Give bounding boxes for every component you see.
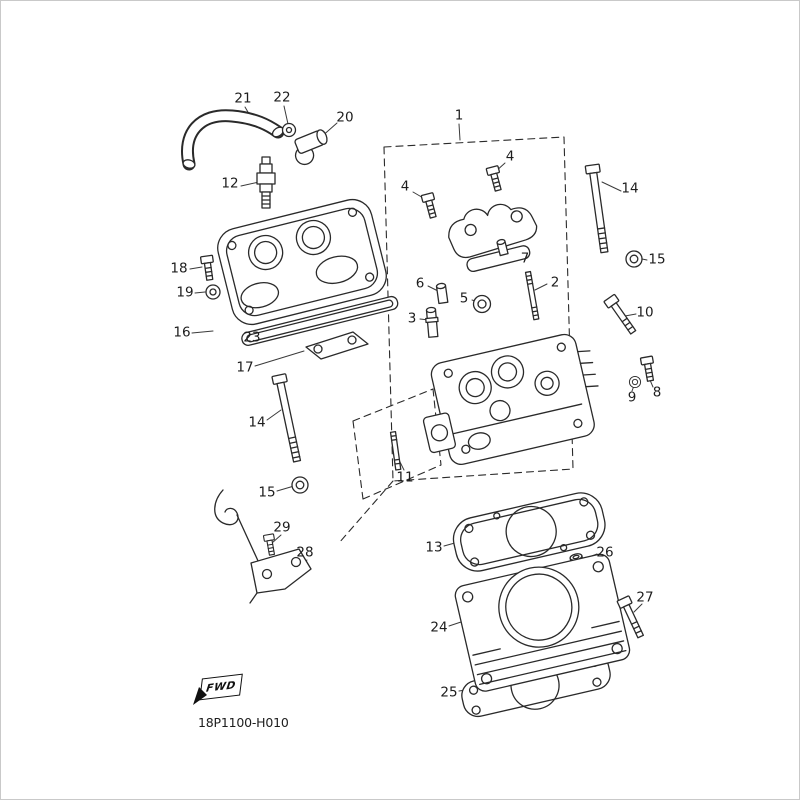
breather-hose-art [181,109,285,171]
washer-left-art [291,476,309,494]
part-label-12[interactable]: 12 [221,175,239,192]
part-label-26[interactable]: 26 [596,544,614,561]
dowel-pin-art [435,282,449,305]
part-label-1[interactable]: 1 [454,107,464,124]
hose-clip-art [281,122,297,138]
part-label-17[interactable]: 17 [236,359,254,376]
fwd-arrow-icon [193,687,207,705]
part-label-14b[interactable]: 14 [248,414,266,431]
cylinder-head-art [422,333,599,465]
assembly-dashed-boundary [338,136,574,544]
part-label-4a[interactable]: 4 [400,178,410,195]
part-label-9[interactable]: 9 [627,389,637,406]
guide-bolt-art [262,533,278,557]
part-label-19[interactable]: 19 [176,284,194,301]
cap-bolt-left-art [420,191,440,220]
part-label-13[interactable]: 13 [425,539,443,556]
part-label-28[interactable]: 28 [296,544,314,561]
cap-bolt-right-art [485,164,505,193]
part-label-20[interactable]: 20 [336,109,354,126]
small-bolt-art [639,355,658,383]
head-gasket-art [452,492,606,572]
cover-bolt-art [199,254,217,282]
elbow-joint-art [294,129,328,166]
part-label-21[interactable]: 21 [234,90,252,107]
cable-guide-art [214,489,312,604]
washer-right-art [625,250,643,268]
part-label-6[interactable]: 6 [415,275,425,292]
spark-plug-art [256,156,276,209]
part-label-23[interactable]: 23 [243,329,261,346]
cover-plate-art [305,331,369,360]
head-stud-art [524,270,540,321]
small-washer-art [628,375,642,389]
head-long-bolt-left-art [271,373,305,464]
part-label-29[interactable]: 29 [273,519,291,536]
cover-gasket-art [241,295,399,346]
part-label-7[interactable]: 7 [520,250,530,267]
part-label-11[interactable]: 11 [396,469,414,486]
cylinder-art [454,553,631,692]
part-label-3[interactable]: 3 [407,310,417,327]
cover-grommet-art [205,284,221,300]
valve-guide-art [425,306,439,338]
head-plug-art [472,294,492,314]
diagram-code: 18P1100-H010 [198,715,289,730]
part-label-10[interactable]: 10 [636,304,654,321]
part-label-25[interactable]: 25 [440,684,458,701]
head-long-bolt-right-art [584,163,612,254]
part-label-15a[interactable]: 15 [648,251,666,268]
part-label-8[interactable]: 8 [652,384,662,401]
camshaft-cap-art [448,203,538,273]
fwd-label: FWD [205,679,237,695]
pin-art [496,238,509,257]
part-label-14a[interactable]: 14 [621,180,639,197]
part-label-16[interactable]: 16 [173,324,191,341]
part-label-2[interactable]: 2 [550,274,560,291]
part-label-4b[interactable]: 4 [505,148,515,165]
part-label-22[interactable]: 22 [273,89,291,106]
part-label-18[interactable]: 18 [170,260,188,277]
part-label-5[interactable]: 5 [459,290,469,307]
part-label-27[interactable]: 27 [636,589,654,606]
part-label-24[interactable]: 24 [430,619,448,636]
cylinder-head-cover-art [217,198,399,346]
part-label-15b[interactable]: 15 [258,484,276,501]
